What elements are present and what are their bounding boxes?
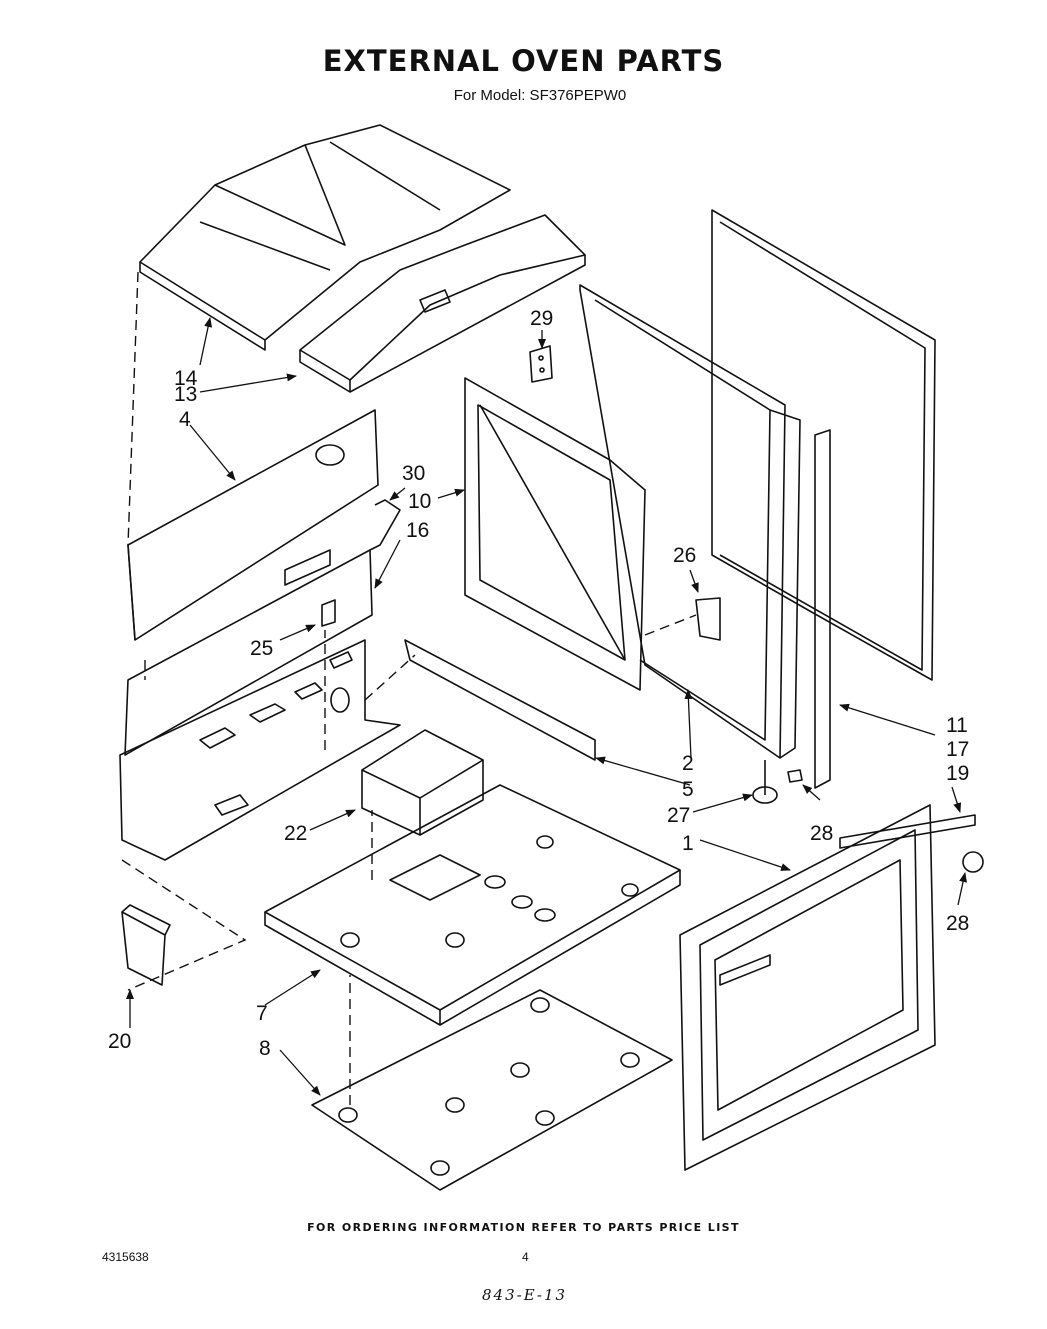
page-number: 4 bbox=[522, 1250, 529, 1264]
callout-23: 25 bbox=[250, 637, 273, 660]
part-25-foot bbox=[752, 760, 778, 804]
part-8-bottom-plate bbox=[311, 989, 673, 1191]
part-11-side-panel bbox=[711, 209, 936, 681]
page-title: EXTERNAL OVEN PARTS bbox=[322, 44, 725, 78]
part-28-knob bbox=[962, 851, 984, 873]
callout-17: 17 bbox=[946, 738, 969, 761]
part-5-rail bbox=[404, 639, 596, 761]
part-29-bracket bbox=[529, 345, 553, 383]
part-1-outer-door bbox=[679, 804, 936, 1171]
part-20-bracket bbox=[121, 904, 171, 986]
callout-27: 28 bbox=[810, 822, 833, 845]
callout-2: 2 bbox=[682, 752, 694, 775]
part-22-cover bbox=[361, 729, 484, 836]
part-7-oven-bottom bbox=[264, 784, 681, 1026]
callout-16: 16 bbox=[406, 519, 429, 542]
part-27-clip bbox=[787, 769, 803, 783]
callout-29: 29 bbox=[530, 307, 553, 330]
callout-26: 26 bbox=[673, 544, 696, 567]
callout-11: 11 bbox=[946, 714, 968, 737]
callout-10: 10 bbox=[408, 490, 431, 513]
callout-labels: 14 13 4 30 10 16 25 29 26 2 5 27 28 1 11… bbox=[108, 307, 969, 1060]
part-19-rod bbox=[839, 814, 976, 849]
callout-28: 28 bbox=[946, 912, 969, 935]
callout-25: 27 bbox=[667, 804, 690, 827]
callout-30: 30 bbox=[402, 462, 425, 485]
callout-19: 19 bbox=[946, 762, 969, 785]
callout-8: 8 bbox=[259, 1037, 271, 1060]
ordering-info-note: FOR ORDERING INFORMATION REFER TO PARTS … bbox=[307, 1221, 740, 1234]
callout-7: 7 bbox=[256, 1002, 268, 1025]
part-17-strip bbox=[814, 429, 831, 789]
callout-22: 22 bbox=[284, 822, 307, 845]
part-4-panel bbox=[127, 409, 379, 641]
part-14-top-panel bbox=[139, 124, 511, 351]
lower-side-panel bbox=[119, 639, 401, 861]
callout-5: 5 bbox=[682, 778, 694, 801]
part-10-frame bbox=[464, 377, 646, 691]
leader-arrows bbox=[126, 317, 967, 1096]
callout-13: 13 bbox=[174, 383, 197, 406]
handwritten-code: 843-E-13 bbox=[482, 1286, 568, 1304]
document-number: 4315638 bbox=[102, 1250, 149, 1264]
part-13-top-panel bbox=[299, 214, 586, 393]
part-16-panel bbox=[124, 499, 401, 756]
callout-4: 4 bbox=[179, 408, 191, 431]
part-26-bracket bbox=[695, 597, 721, 641]
part-2-door-frame bbox=[579, 284, 801, 759]
assembly-lines bbox=[121, 271, 697, 1105]
model-subtitle: For Model: SF376PEPW0 bbox=[453, 87, 627, 104]
callout-1: 1 bbox=[682, 832, 694, 855]
callout-20: 20 bbox=[108, 1030, 131, 1053]
callout-14: 14 bbox=[174, 367, 198, 390]
